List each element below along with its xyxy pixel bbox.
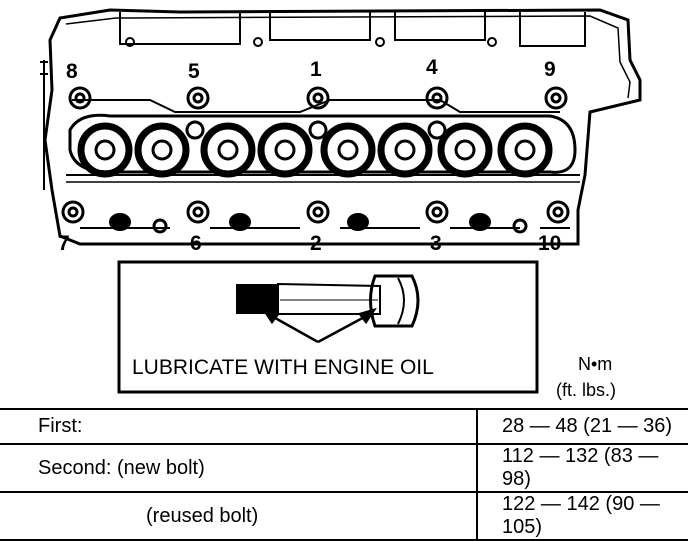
table-row: Second: (new bolt) 112 — 132 (83 — 98): [0, 443, 688, 493]
bolt-holes: [61, 37, 570, 234]
row-value-first: 28 — 48 (21 — 36): [477, 408, 688, 445]
bolt-hole-10: [546, 200, 570, 224]
bolt-number-3: 3: [430, 232, 442, 255]
bolt-number-6: 6: [190, 232, 202, 255]
bolt-number-8: 8: [66, 60, 78, 83]
bolt-number-1: 1: [310, 58, 322, 81]
row-label-first: First:: [0, 408, 478, 445]
bolt-number-7: 7: [58, 232, 70, 255]
bolt-hole-6: [186, 200, 210, 224]
row-value-second-reused: 122 — 142 (90 — 105): [477, 491, 688, 541]
bolt-number-9: 9: [544, 58, 556, 81]
bolt-hole-4: [425, 86, 449, 110]
unit-imperial: (ft. lbs.): [556, 380, 616, 400]
spark-plug-wells: [109, 213, 491, 231]
bolt-hole-5: [186, 86, 210, 110]
unit-metric: N•m: [578, 354, 612, 374]
table-row: First: 28 — 48 (21 — 36): [0, 408, 688, 445]
torque-table: First: 28 — 48 (21 — 36) Second: (new bo…: [0, 408, 688, 541]
table-row: (reused bolt) 122 — 142 (90 — 105): [0, 491, 688, 541]
row-label-second-reused: (reused bolt): [0, 491, 478, 541]
bolt-sequence-numbers: 8 5 1 4 9 7 6 2 3 10: [58, 56, 561, 255]
valve-ports: [77, 120, 553, 178]
row-label-second-new: Second: (new bolt): [0, 443, 478, 493]
cylinder-head-diagram: 8 5 1 4 9 7 6 2 3 10 LUBRICATE WITH ENGI…: [40, 8, 642, 400]
bolt-hole-9: [544, 86, 568, 110]
bolt-number-2: 2: [310, 232, 322, 255]
bolt-hole-3: [425, 200, 449, 224]
bolt-hole-2: [306, 200, 330, 224]
row-value-second-new: 112 — 132 (83 — 98): [477, 443, 688, 493]
bolt-hole-7: [61, 200, 85, 224]
bolt-hole-8: [68, 86, 92, 110]
bolt-number-4: 4: [426, 56, 438, 79]
bolt-hole-1: [306, 86, 330, 110]
bolt-icon: [236, 274, 420, 328]
bolt-illustration-box: LUBRICATE WITH ENGINE OIL: [117, 260, 539, 394]
bolt-number-5: 5: [188, 60, 200, 83]
bolt-number-10: 10: [538, 232, 561, 255]
lubricate-label: LUBRICATE WITH ENGINE OIL: [132, 356, 434, 379]
arrow-icons: [261, 307, 377, 344]
